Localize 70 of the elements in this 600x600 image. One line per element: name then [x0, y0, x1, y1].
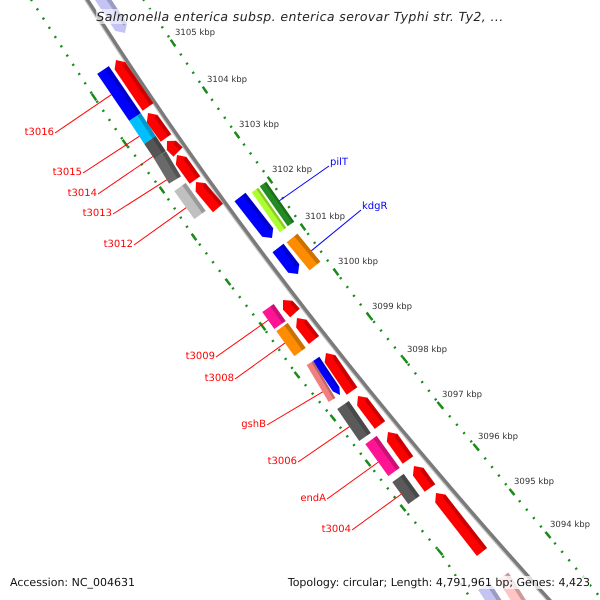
gene-block [174, 182, 206, 220]
gene-block [154, 151, 181, 184]
gene-block [144, 136, 166, 159]
scale-label: 3103 kbp [239, 120, 280, 130]
leader-line [266, 391, 324, 426]
gene-label: t3008 [204, 373, 234, 385]
gene-block [286, 234, 320, 270]
gene-block [114, 60, 154, 111]
scale-label: 3096 kbp [478, 432, 518, 442]
gene-block [296, 318, 320, 344]
genome-info-text: Topology: circular; Length: 4,791,961 bp; Genes: 4,423 [288, 576, 590, 589]
gene-label: t3006 [268, 456, 297, 468]
scale-label: 3099 kbp [372, 302, 412, 312]
gene-block [306, 361, 336, 402]
gene-label: t3013 [82, 208, 112, 220]
leader-line [134, 207, 187, 246]
gene-block [312, 356, 340, 395]
leader-line [234, 342, 286, 380]
gene-block [146, 113, 172, 142]
gene-label: t3012 [104, 239, 133, 251]
gene-block [435, 493, 488, 556]
gene-block [176, 155, 200, 184]
gene-block [129, 113, 156, 144]
gene-block [365, 436, 400, 476]
leader-line [98, 156, 154, 194]
gene-block [260, 182, 294, 226]
gene-block [196, 182, 223, 212]
leader-line [112, 179, 168, 214]
gene-block [276, 322, 306, 356]
accession-text: Accession: NC_004631 [10, 576, 136, 589]
scale-label: 3102 kbp [272, 165, 312, 175]
gene-block [337, 401, 371, 441]
scale-label: 3095 kbp [514, 477, 554, 487]
leader-line [298, 426, 350, 462]
leader-line [279, 166, 330, 202]
leader-line [216, 320, 269, 358]
gene-label: t3004 [322, 524, 351, 536]
leader-line [310, 210, 362, 252]
gene-block [283, 300, 300, 318]
gene-label: t3014 [68, 188, 97, 200]
scale-label: 3097 kbp [442, 390, 482, 400]
leader-line [326, 462, 379, 500]
gene-block [97, 66, 141, 121]
gene-block [324, 353, 358, 395]
gene-label: t3016 [24, 127, 54, 139]
gene-label: endA [300, 493, 326, 505]
scale-label: 3105 kbp [175, 28, 216, 38]
gene-block [386, 432, 414, 464]
scale-label: 3101 kbp [305, 212, 346, 222]
gene-block [357, 396, 386, 429]
leader-line [82, 136, 140, 174]
gene-block [166, 140, 183, 157]
diagram-title: Salmonella enterica subsp. enterica serovar Typhi str. Ty2, ... [96, 9, 504, 24]
gene-block [392, 474, 420, 504]
gene-block [412, 466, 436, 492]
scale-label: 3100 kbp [338, 257, 378, 267]
gene-label: t3009 [186, 351, 215, 363]
scale-label: 3094 kbp [550, 520, 590, 530]
gene-block [272, 244, 300, 274]
gene-label: t3015 [52, 167, 82, 179]
leader-line [54, 94, 112, 134]
gene-block [252, 188, 286, 232]
scale-label: 3104 kbp [207, 75, 248, 85]
leader-line [352, 494, 402, 530]
gene-block [262, 304, 286, 329]
gene-label: pilT [330, 157, 348, 169]
scale-label: 3098 kbp [407, 345, 448, 355]
gene-label: gshB [241, 419, 266, 431]
gene-block [234, 192, 274, 238]
gene-label: kdgR [362, 201, 388, 213]
